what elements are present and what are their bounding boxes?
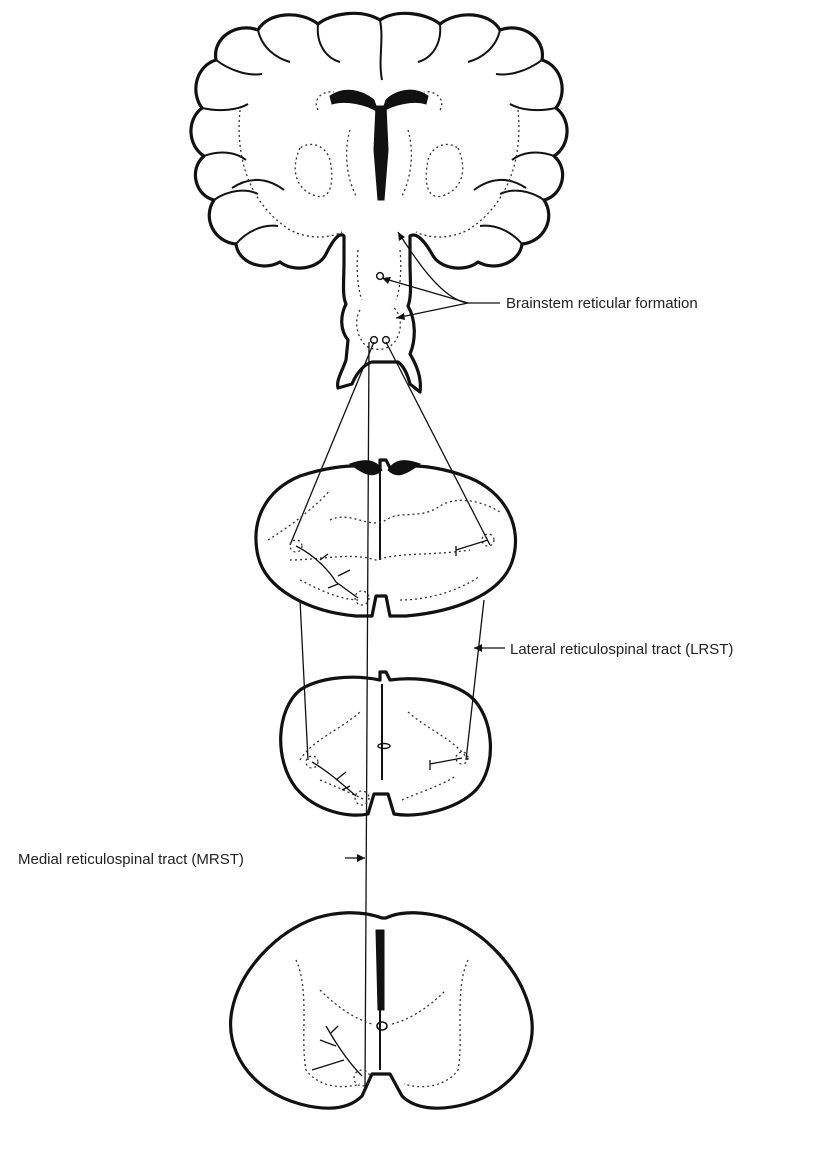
upper-spinal-cord-section: [256, 460, 516, 616]
middle-spinal-cord-section: [281, 672, 491, 815]
lrst-label: Lateral reticulospinal tract (LRST): [510, 641, 733, 658]
brain-coronal-section: [191, 13, 567, 392]
medial-tract-line: [365, 342, 369, 1090]
lower-spinal-cord-section: [231, 913, 533, 1108]
reticulospinal-tracts: [290, 342, 505, 1090]
brainstem-label-arrows: [382, 232, 500, 320]
brainstem-reticular-formation-label: Brainstem reticular formation: [506, 295, 698, 312]
mrst-label: Medial reticulospinal tract (MRST): [18, 851, 244, 868]
